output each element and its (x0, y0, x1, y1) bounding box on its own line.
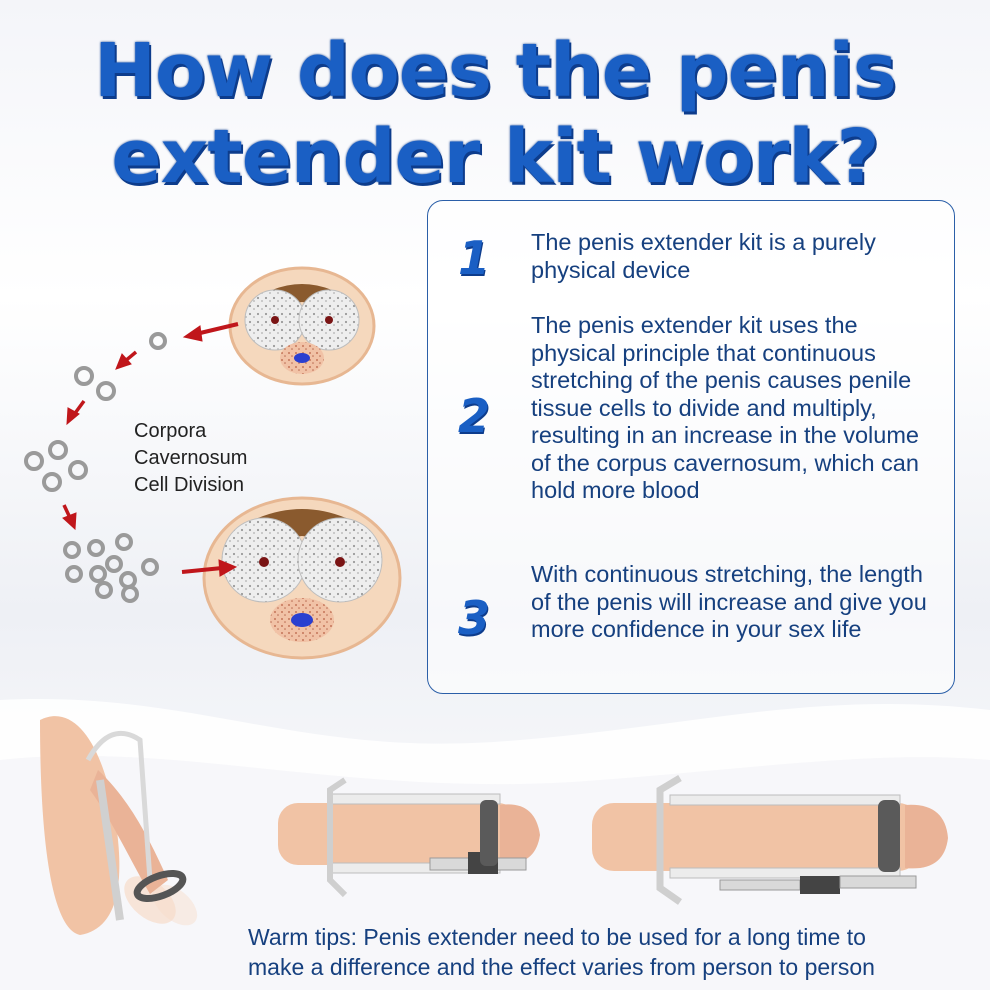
title-line-2: extender kit work? (111, 114, 879, 200)
step-3-text: With continuous stretching, the length o… (531, 561, 927, 642)
steps-panel: 1 The penis extender kit is a purely phy… (427, 200, 955, 694)
cell-label-line-3: Cell Division (134, 474, 245, 496)
process-arrows (62, 322, 239, 577)
device-side-view (40, 716, 198, 935)
step-2-number: 2 (458, 389, 491, 443)
device-short-view (278, 777, 540, 898)
warm-tips: Warm tips: Penis extender need to be use… (248, 922, 978, 982)
cell-label-line-1: Corpora (134, 420, 207, 442)
cell-label-line-2: Cavernosum (134, 447, 248, 469)
warm-tips-line-1: Warm tips: Penis extender need to be use… (248, 924, 866, 950)
step-1-number: 1 (458, 231, 491, 285)
step-3-number: 3 (458, 591, 491, 645)
large-cross-section (202, 496, 402, 660)
cell-division-label: Corpora Cavernosum Cell Division (134, 418, 294, 499)
page-title: How does the penis extender kit work? (0, 28, 990, 200)
step-1-text: The penis extender kit is a purely physi… (531, 229, 876, 283)
cross-section-illustration (24, 266, 402, 660)
cell-clusters (24, 332, 167, 603)
warm-tips-line-2: make a difference and the effect varies … (248, 954, 875, 980)
step-2-text: The penis extender kit uses the physical… (531, 312, 919, 503)
device-long-view (592, 774, 948, 905)
title-line-1: How does the penis (94, 28, 897, 114)
